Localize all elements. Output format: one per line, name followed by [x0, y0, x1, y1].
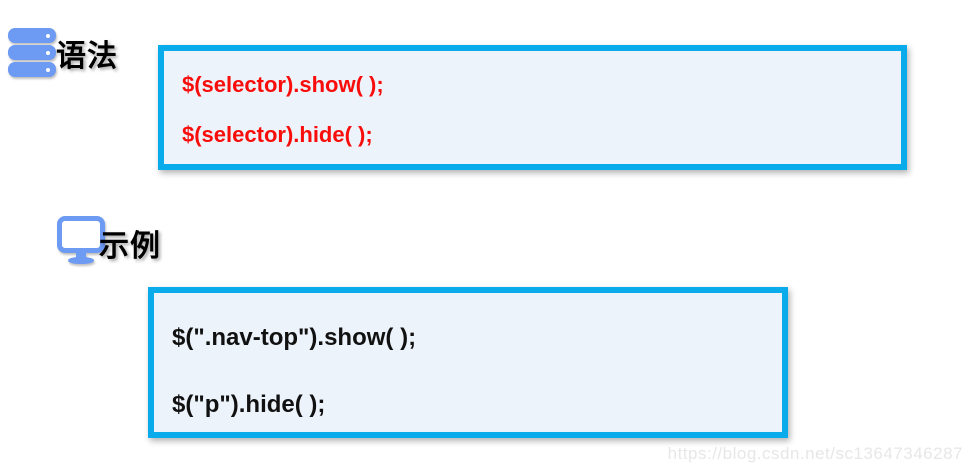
- example-code-line: $("p").hide( );: [172, 390, 326, 418]
- database-icon-bar: [8, 28, 56, 43]
- example-code-box: $(".nav-top").show( ); $("p").hide( );: [148, 287, 788, 438]
- example-code-line: $(".nav-top").show( );: [172, 324, 417, 351]
- example-section-title: 示例: [99, 230, 161, 263]
- monitor-icon-screen: [57, 216, 105, 253]
- syntax-code-box: $(selector).show( ); $(selector).hide( )…: [158, 45, 907, 170]
- database-icon-dot: [46, 67, 50, 72]
- syntax-code-line: $(selector).show( );: [182, 72, 384, 97]
- monitor-icon-base: [68, 257, 94, 264]
- syntax-section-title: 语法: [56, 40, 118, 73]
- monitor-icon-neck: [76, 253, 86, 258]
- watermark: https://blog.csdn.net/sc13647346287: [667, 444, 963, 463]
- database-icon-bar: [8, 62, 56, 77]
- database-icon-bar: [8, 45, 56, 60]
- database-icon-dot: [46, 33, 50, 38]
- syntax-code-line: $(selector).hide( );: [182, 122, 373, 148]
- database-icon: [8, 28, 56, 78]
- database-icon-dot: [46, 50, 50, 55]
- monitor-icon: [57, 216, 105, 264]
